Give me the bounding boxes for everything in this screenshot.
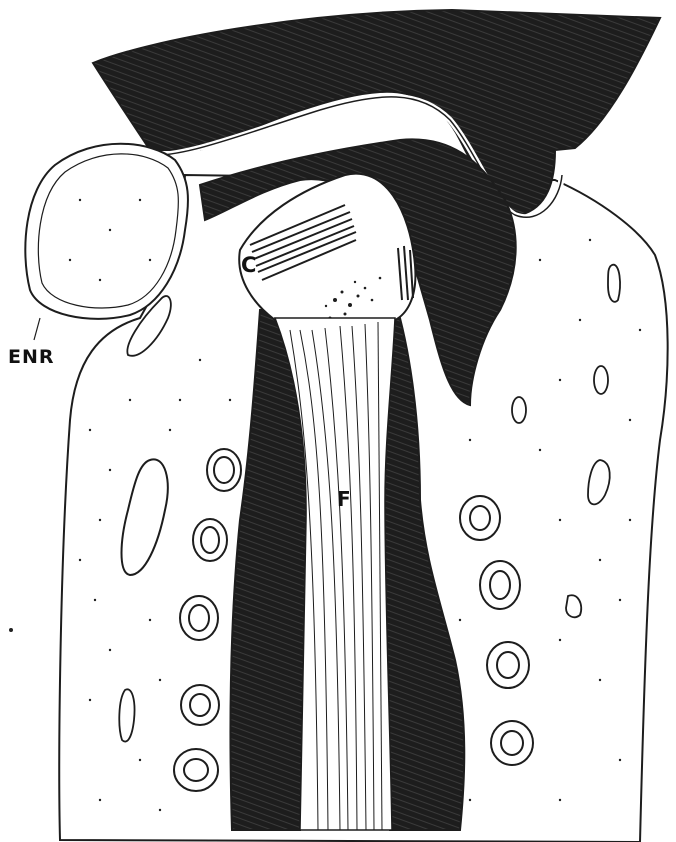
label-f: F <box>337 487 352 511</box>
ink-dot <box>9 628 13 632</box>
enr-pointer <box>34 318 40 340</box>
label-c: C <box>241 253 257 277</box>
left-elongated-cell-2 <box>119 689 134 741</box>
label-enr: ENR <box>8 346 55 368</box>
